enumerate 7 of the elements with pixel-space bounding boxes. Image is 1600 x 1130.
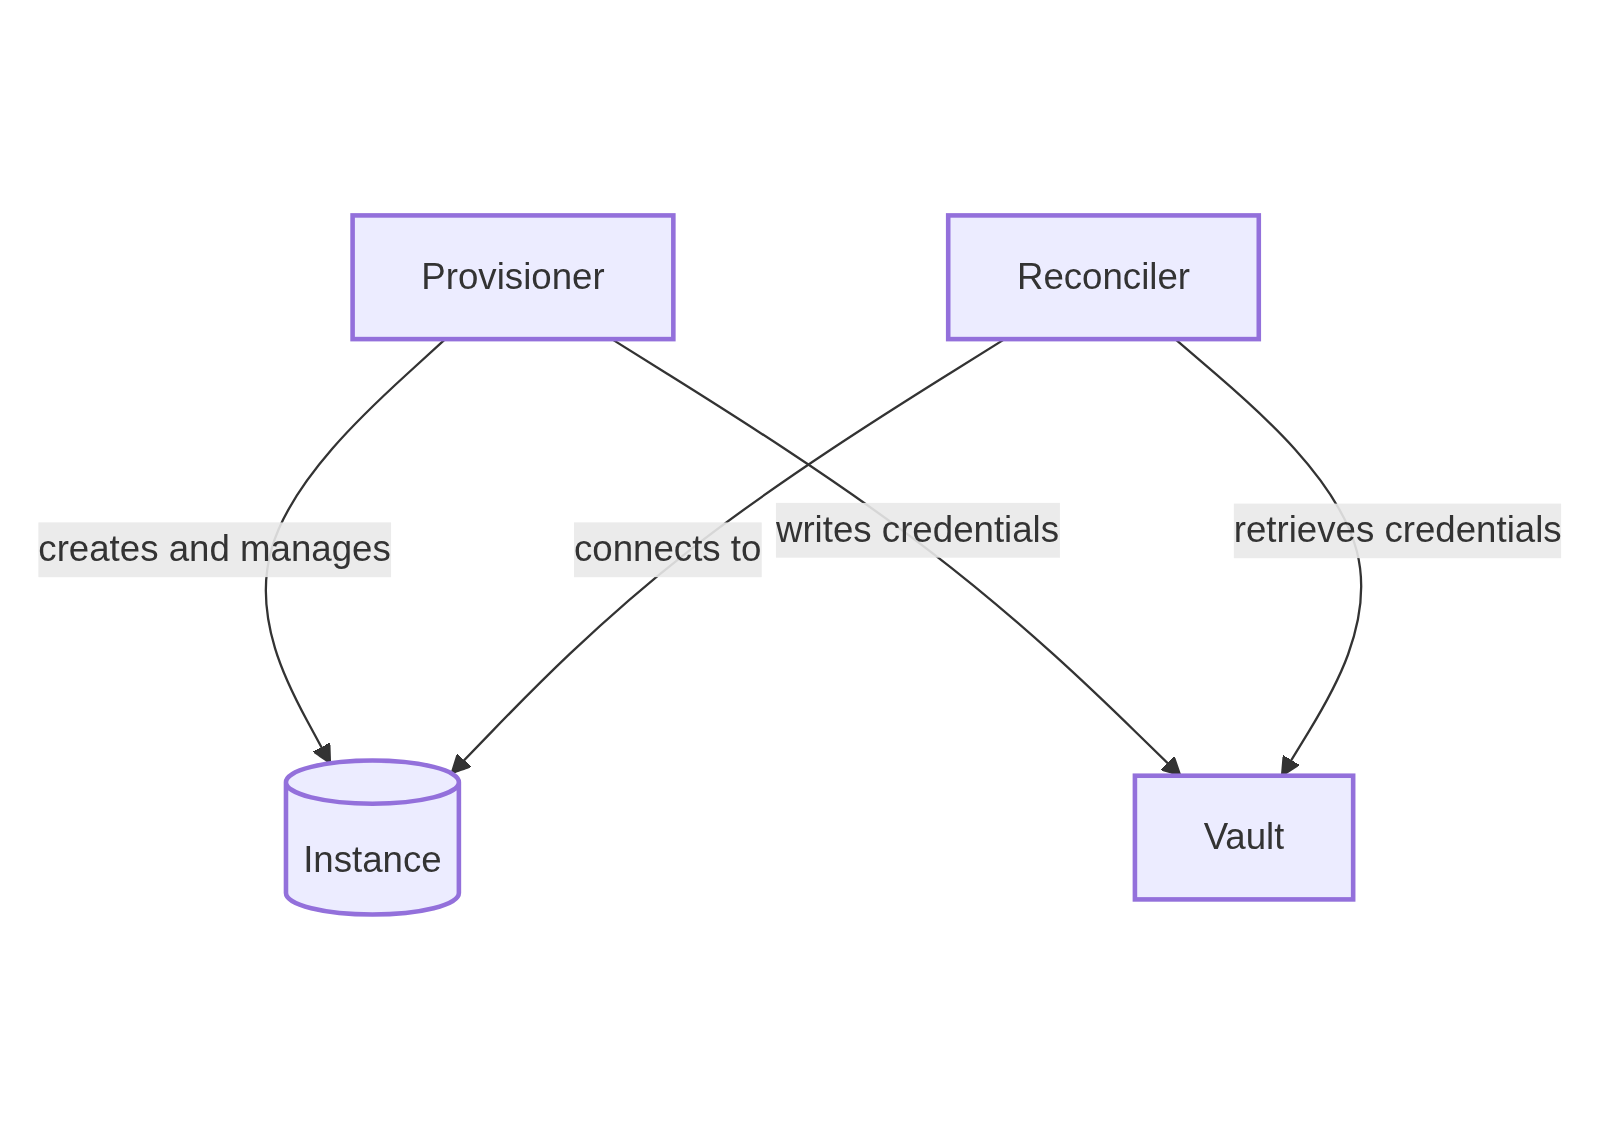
edge-label: connects to xyxy=(573,529,762,569)
node-box: Reconciler xyxy=(945,213,1262,342)
node-box: Provisioner xyxy=(350,213,676,342)
edge-label: retrieves credentials xyxy=(1233,510,1562,550)
edge-label: writes credentials xyxy=(775,509,1060,549)
node-box: Vault xyxy=(1132,773,1356,902)
edge-label: creates and manages xyxy=(38,529,391,569)
